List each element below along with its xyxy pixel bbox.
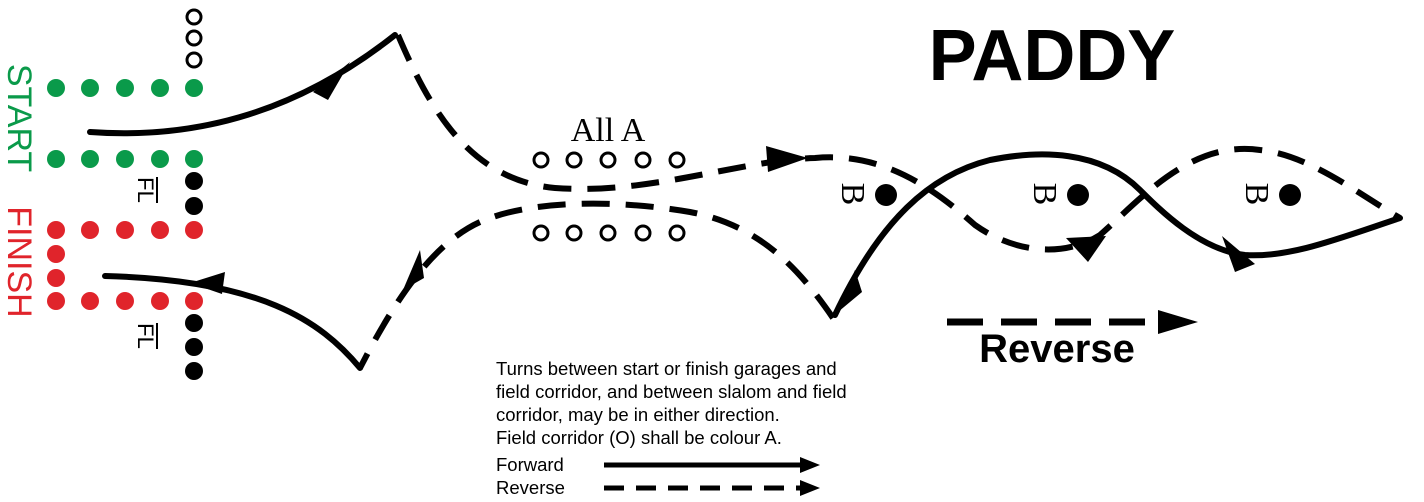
finish-garage-cones <box>47 221 203 310</box>
reverse-big-label: Reverse <box>979 327 1135 371</box>
legend-reverse-arrowhead <box>800 480 820 496</box>
reverse-big-arrowhead <box>1158 310 1198 334</box>
note-line-2: field corridor, and between slalom and f… <box>496 381 847 402</box>
legend-reverse-label: Reverse <box>496 477 565 498</box>
note-line-4: Field corridor (O) shall be colour A. <box>496 427 782 448</box>
forward-arrowhead-start <box>313 62 350 100</box>
start-garage-cones <box>47 79 203 168</box>
fl-black-cones <box>185 172 203 380</box>
fl-label-bottom: FL <box>133 323 158 349</box>
svg-text:B: B <box>1238 183 1275 206</box>
reverse-arrowhead-slalom <box>1066 236 1106 262</box>
reverse-path-upper <box>395 33 1402 253</box>
legend-forward-arrowhead <box>800 457 820 473</box>
diagram-title: PADDY <box>929 16 1176 96</box>
start-side-hollow-cones <box>185 8 203 69</box>
field-corridor-cones <box>532 151 686 242</box>
reverse-arrowhead-corridor <box>766 146 808 172</box>
reverse-arrowhead-lower <box>403 250 424 290</box>
svg-text:B: B <box>1026 183 1063 206</box>
forward-path-slalom <box>832 151 1403 318</box>
note-line-1: Turns between start or finish garages an… <box>496 358 837 379</box>
note-line-3: corridor, may be in either direction. <box>496 404 780 425</box>
svg-text:FL: FL <box>133 323 158 349</box>
start-label: START <box>0 64 38 172</box>
slalom-cone-2: B <box>1026 183 1089 206</box>
reverse-path-lower <box>357 200 836 370</box>
forward-path-start <box>87 32 398 137</box>
fl-label-top: FL <box>133 177 158 203</box>
svg-text:FL: FL <box>133 177 158 203</box>
field-corridor-colour-label: All A <box>571 112 646 149</box>
legend-forward-label: Forward <box>496 454 564 475</box>
finish-label: FINISH <box>0 206 38 317</box>
forward-arrowhead-slalom-top <box>1222 236 1255 272</box>
forward-arrowhead-finish <box>190 272 225 294</box>
forward-arrowhead-slalom-down <box>838 270 862 312</box>
slalom-cone-3: B <box>1238 183 1301 206</box>
forward-path-finish <box>102 273 363 371</box>
slalom-cone-1: B <box>834 183 897 206</box>
svg-text:B: B <box>834 183 871 206</box>
